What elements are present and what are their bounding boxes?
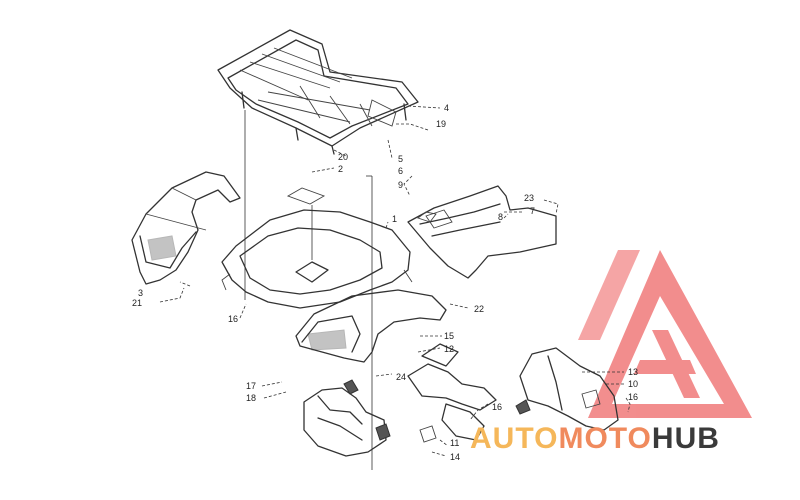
mud-flap — [515, 347, 619, 431]
reference-lines — [244, 110, 373, 470]
callout-24: 24 — [396, 372, 406, 382]
right-side-panel — [407, 185, 557, 279]
callout-11: 11 — [450, 438, 459, 448]
callout-7: 7 — [530, 206, 535, 216]
callout-4: 4 — [444, 103, 449, 113]
callout-2: 2 — [338, 164, 343, 174]
callout-22: 22 — [474, 304, 484, 314]
watermark-text: AUTOMOTOHUB — [470, 422, 720, 455]
watermark-auto: AUTO — [470, 422, 558, 455]
callout-1: 1 — [392, 214, 397, 224]
callout-9: 9 — [398, 180, 403, 190]
leader-lines — [159, 105, 631, 457]
rear-fender — [295, 289, 447, 363]
callout-labels: 4 19 20 2 5 6 9 1 23 7 8 3 21 16 22 15 1… — [132, 103, 638, 462]
callout-16b: 16 — [492, 402, 502, 412]
callout-20: 20 — [338, 152, 348, 162]
callout-10: 10 — [628, 379, 638, 389]
callout-3: 3 — [138, 288, 143, 298]
callout-18: 18 — [246, 393, 256, 403]
callout-13: 13 — [628, 367, 638, 377]
callout-21: 21 — [132, 298, 142, 308]
watermark-moto: MOTO — [558, 422, 651, 455]
callout-16c: 16 — [628, 392, 638, 402]
callout-5: 5 — [398, 154, 403, 164]
svg-text:AUTOMOTOHUB: AUTOMOTOHUB — [470, 422, 720, 455]
watermark-hub: HUB — [652, 422, 720, 455]
callout-17: 17 — [246, 381, 256, 391]
rear-rack — [217, 29, 419, 155]
lower-bracket — [303, 379, 391, 457]
callout-8: 8 — [498, 212, 503, 222]
callout-14: 14 — [450, 452, 460, 462]
left-side-panel — [131, 171, 241, 285]
callout-15: 15 — [444, 331, 454, 341]
callout-16a: 16 — [228, 314, 238, 324]
callout-19: 19 — [436, 119, 446, 129]
suspension-parts — [407, 343, 497, 443]
callout-6: 6 — [398, 166, 403, 176]
watermark-logo — [578, 250, 752, 418]
rear-body — [221, 187, 413, 309]
callout-12: 12 — [444, 344, 454, 354]
callout-23: 23 — [524, 193, 534, 203]
